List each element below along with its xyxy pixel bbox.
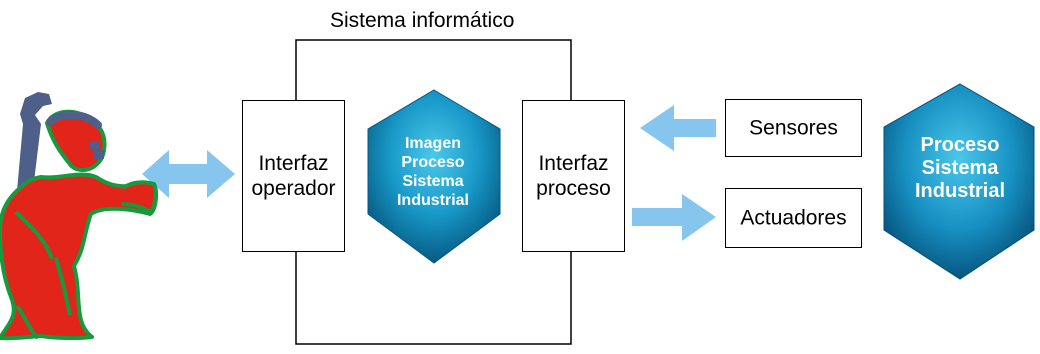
system-boundary [295, 39, 572, 345]
operator-interface-label: Interfaz operador [251, 152, 336, 200]
process-system-hexagon [883, 83, 1035, 280]
sensor-arrow [640, 105, 716, 151]
sensors-label: Sensores [749, 116, 838, 140]
sensors-box: Sensores [725, 99, 862, 157]
operator-interface-box: Interfaz operador [242, 100, 345, 252]
operator-person-icon [0, 92, 159, 341]
actuators-label: Actuadores [740, 206, 847, 230]
system-title: Sistema informático [330, 9, 515, 32]
process-system-label: Proceso Sistema Industrial [914, 134, 1005, 202]
image-process-label: Imagen Proceso Sistema Industrial [396, 135, 469, 209]
bidirectional-operator-arrow [142, 150, 235, 198]
actuator-arrow [632, 194, 716, 241]
image-process-hexagon [367, 89, 501, 264]
actuators-box: Actuadores [725, 188, 862, 248]
process-interface-box: Interfaz proceso [522, 100, 625, 252]
process-interface-label: Interfaz proceso [536, 152, 611, 200]
